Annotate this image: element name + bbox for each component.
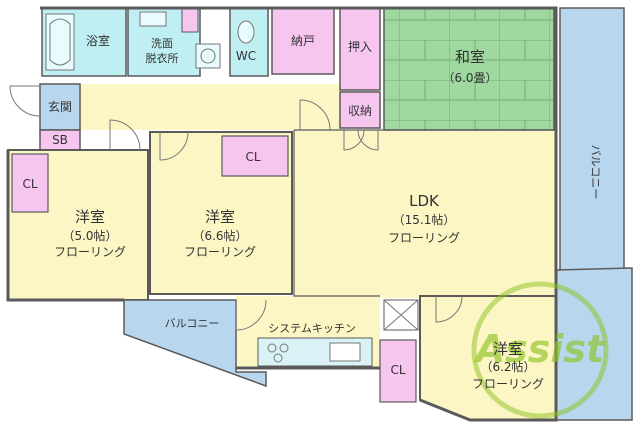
- washitsu-size: （6.0畳）: [442, 71, 497, 85]
- washer-icon: [195, 43, 221, 69]
- bathtub-icon: [45, 13, 75, 71]
- sink-icon: [139, 11, 167, 27]
- balcony-bottom-label: バルコニー: [165, 317, 220, 330]
- sb-label: SB: [52, 133, 68, 147]
- assist-logo-icon: Assist: [471, 281, 609, 419]
- closet-small-top: [181, 7, 199, 33]
- hallway-floor: [80, 84, 340, 130]
- washitsu-name: 和室: [455, 48, 485, 66]
- outer-wall: [6, 6, 558, 422]
- genkan-label: 玄関: [48, 99, 72, 114]
- door-balcony-icon: [235, 299, 267, 331]
- cl-mid-label: CL: [245, 150, 260, 164]
- washitsu-room: [383, 7, 555, 131]
- balcony-right-label: バルコニー: [589, 145, 602, 200]
- cl-bottom-label: CL: [390, 363, 405, 377]
- genkan-area: [39, 83, 81, 131]
- room2-size: （6.6帖）: [192, 228, 247, 243]
- toilet-icon: [237, 20, 255, 44]
- fridge-cross-icon: [383, 299, 419, 331]
- balcony-right: [559, 7, 625, 279]
- cl-left-label: CL: [22, 177, 37, 191]
- room1-name: 洋室: [75, 208, 105, 226]
- entrance-door-icon: [9, 85, 41, 117]
- room1-floor: フローリング: [54, 245, 126, 259]
- washroom-label-1: 洗面: [151, 37, 173, 50]
- cl-bottom-closet: [379, 339, 417, 403]
- room2-floor: フローリング: [184, 245, 256, 259]
- washer-drum-icon: [200, 48, 216, 64]
- stove-burner-icon: [267, 343, 277, 353]
- oshiire-label: 押入: [348, 40, 372, 54]
- stove-burner-icon-3: [273, 353, 283, 363]
- wc-label: WC: [236, 49, 256, 63]
- room3-floor: フローリング: [472, 377, 544, 391]
- ldk-floor: [294, 130, 556, 298]
- shuno-label: 収納: [348, 104, 372, 118]
- room3-name: 洋室: [493, 340, 523, 358]
- ldk-name: LDK: [409, 192, 440, 210]
- storage-top-room: [271, 7, 335, 75]
- ldk-size: （15.1帖）: [393, 212, 456, 227]
- cl-left-closet: [11, 153, 49, 213]
- door-ldk-icon: [299, 99, 331, 131]
- room1-size: （5.0帖）: [62, 228, 117, 243]
- room3-size: （6.2帖）: [480, 359, 535, 374]
- oshiire-closet: [339, 7, 381, 91]
- cl-mid-closet: [221, 135, 289, 177]
- door-washitsu-icon: [343, 129, 379, 151]
- door-room1-icon: [109, 119, 141, 151]
- bath-label: 浴室: [86, 33, 110, 48]
- storage-top-label: 納戸: [291, 34, 315, 48]
- door-room3-icon: [435, 295, 463, 323]
- ldk-wall: [293, 129, 556, 297]
- kitchen-sink-icon: [329, 342, 361, 362]
- door-room2-icon: [159, 131, 189, 161]
- stove-burner-icon-2: [279, 343, 289, 353]
- logo-text: Assist: [473, 327, 606, 371]
- ldk-floor: フローリング: [388, 231, 460, 245]
- room2-name: 洋室: [205, 208, 235, 226]
- kitchen-label: システムキッチン: [268, 322, 356, 335]
- shuno-closet: [339, 91, 381, 129]
- washroom-label-2: 脱衣所: [146, 51, 179, 65]
